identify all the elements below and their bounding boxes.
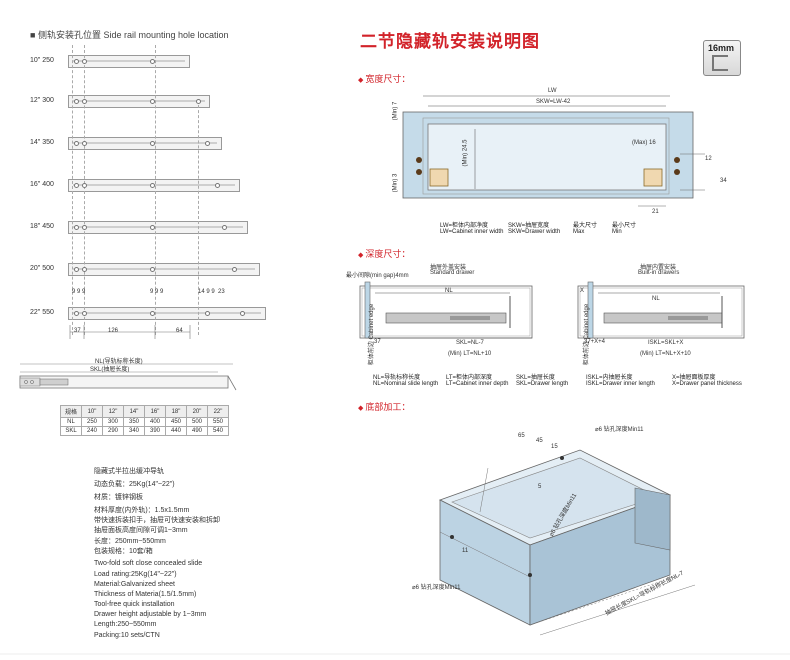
rail-size-label: 12" 300 [30, 97, 54, 104]
hole-note-top: ⌀6 钻孔深度Min11 [595, 427, 644, 433]
rail-diagram [68, 137, 222, 150]
left-title-text: 侧轨安装孔位置 Side rail mounting hole location [37, 30, 229, 40]
rail-size-label: 20" 500 [30, 265, 54, 272]
rail-diagram [68, 307, 266, 320]
section-depth-title: 深度尺寸： [358, 247, 410, 260]
hole-dim: 9 9 9 [150, 289, 164, 295]
dim-min3: (Min) 3 [392, 173, 399, 193]
alignment-line [84, 45, 85, 335]
dim-min245: (Min) 24.5 [462, 139, 469, 167]
rail-diagram [68, 221, 248, 234]
dim-lt-builtin: (Min) LT=NL+X+10 [640, 351, 691, 357]
dim-34: 34 [720, 178, 727, 184]
min-gap-label: 最小间隙(min gap)4mm [346, 273, 409, 279]
cabinet-edge-label: 柜体前边 Cabinet edge [369, 303, 376, 366]
slide-nl-label: NL(导轨标称长度) [95, 359, 143, 365]
dim-21: 21 [652, 209, 659, 215]
dim-lw: LW [548, 88, 557, 94]
dim-lt-standard: (Min) LT=NL+10 [448, 351, 492, 357]
dim-11: 11 [462, 548, 469, 554]
section-width-title: 宽度尺寸： [358, 72, 410, 85]
depth-diagram-standard [359, 281, 533, 339]
slide-side-view [19, 363, 237, 391]
left-title: ■ 侧轨安装孔位置 Side rail mounting hole locati… [30, 30, 229, 40]
dim-min7: (Min) 7 [392, 101, 399, 121]
rail-size-label: 18" 450 [30, 223, 54, 230]
dim-37-standard: 37 [374, 339, 381, 345]
dim-5: 5 [538, 484, 542, 490]
alignment-line [155, 45, 156, 335]
rail-diagram [68, 95, 210, 108]
dim-15: 15 [551, 444, 558, 450]
rail-diagram [68, 263, 260, 276]
dim-iskl: ISKL=SKL+X [648, 340, 684, 346]
dim-x: X [580, 288, 585, 294]
dim-skl: SKL=NL-7 [456, 340, 484, 346]
dim-126: 126 [108, 328, 119, 334]
hole-dim: 14 9 9 [198, 289, 215, 295]
rail-size-label: 22" 550 [30, 309, 54, 316]
rail-size-label: 16" 400 [30, 181, 54, 188]
dim-37x4: 37+X+4 [584, 339, 606, 345]
rail-size-label: 10" 250 [30, 57, 54, 64]
section-bottom-title: 底部加工： [358, 400, 410, 413]
dim-nl-builtin: NL [652, 296, 660, 302]
dim-12: 12 [705, 156, 712, 162]
profile-icon [712, 55, 728, 71]
depth-diagram-builtin [577, 281, 745, 339]
dim-37: 37 [74, 328, 81, 334]
alignment-line [198, 100, 199, 335]
drawer-isometric [438, 449, 696, 636]
width-diagram [402, 95, 705, 207]
builtin-title-cn: 抽屉内置安装 [640, 265, 677, 271]
dim-45: 45 [536, 438, 543, 444]
page-title: 二节隐藏轨安装说明图 [360, 32, 540, 51]
hole-dim: 23 [218, 289, 225, 295]
dim-65: 65 [518, 433, 525, 439]
dim-max16: (Max) 16 [632, 140, 656, 146]
dim-64: 64 [176, 328, 183, 334]
alignment-line [72, 45, 73, 335]
thickness-badge: 16mm [703, 40, 741, 76]
bottom-dimension-lines [69, 325, 191, 339]
rail-size-label: 14" 350 [30, 139, 54, 146]
dim-skw: SKW=LW-42 [536, 99, 571, 105]
rail-diagram [68, 55, 190, 68]
slide-skl-label: SKL(抽屉长度) [90, 367, 130, 373]
hole-dim: 9 9 9 [72, 289, 86, 295]
hole-note-low: ⌀6 钻孔深度Min11 [412, 585, 461, 591]
cabinet-edge-label-builtin: 柜体前边 Cabinet edge [584, 303, 591, 366]
standard-title-cn: 抽屉外盖安装 [430, 265, 467, 271]
standard-title-en: Standard drawer [430, 270, 475, 276]
page-bottom-edge [0, 653, 790, 655]
badge-label: 16mm [708, 43, 735, 53]
builtin-title-en: Built-in drawers [638, 270, 680, 276]
dim-nl-standard: NL [445, 288, 453, 294]
